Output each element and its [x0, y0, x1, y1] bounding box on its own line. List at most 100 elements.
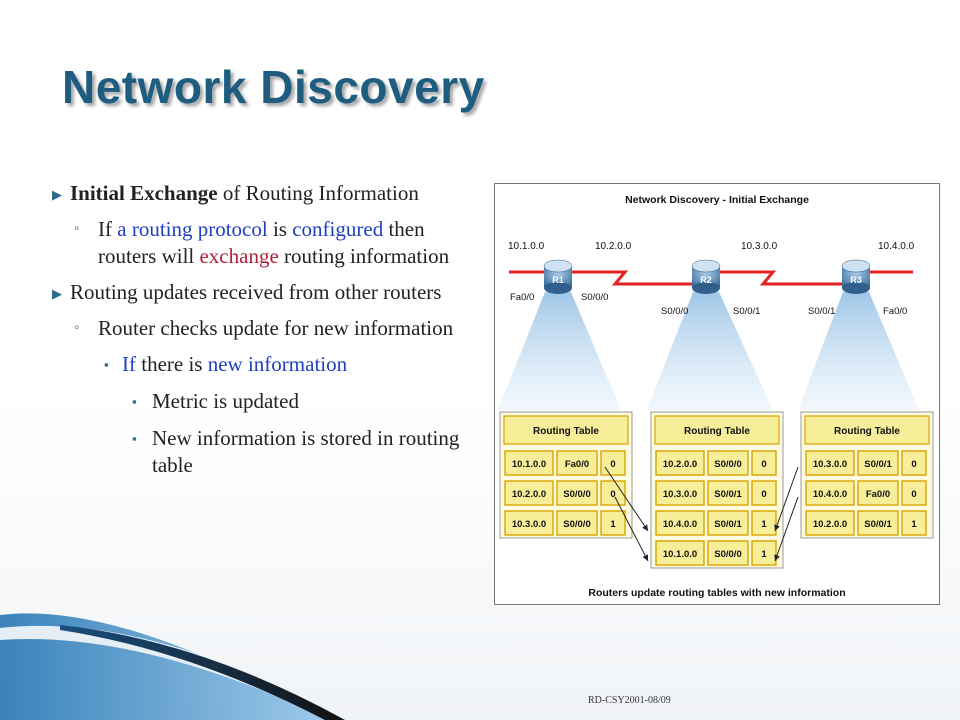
table-cell: 1: [610, 519, 616, 530]
bullet-text: Routing updates received from other rout…: [70, 280, 442, 304]
router-name: R1: [552, 275, 564, 285]
table-cell-box: [805, 450, 855, 476]
table-cell: S0/0/1: [714, 489, 742, 500]
table-header: Routing Table: [834, 426, 900, 437]
bullet-text: routing information: [278, 244, 450, 268]
bullet-text: of Routing Information: [217, 181, 419, 205]
table-cell: S0/0/0: [563, 519, 590, 530]
router-r1: R1: [543, 259, 573, 294]
router-name: R2: [700, 275, 712, 285]
table-cell-box: [707, 540, 749, 566]
highlight-exchange: exchange: [199, 244, 279, 268]
table-cell-box: [805, 480, 855, 506]
highlight-new-information: new information: [207, 352, 348, 376]
bullet-text: New information is stored in routing tab…: [152, 426, 460, 477]
table-cell-box: [751, 510, 777, 536]
network-diagram: Network Discovery - Initial Exchange 10.…: [494, 183, 940, 605]
bullet-router-checks: ◦ Router checks update for new informati…: [48, 315, 478, 342]
table-cell-box: [600, 450, 626, 476]
table-cell: 10.2.0.0: [512, 489, 546, 500]
table-cell-box: [556, 480, 598, 506]
bullet-bold-text: Initial Exchange: [70, 181, 218, 205]
table-cell: 1: [911, 519, 917, 530]
network-label: 10.3.0.0: [741, 241, 778, 252]
table-cell-box: [751, 480, 777, 506]
table-cell-box: [600, 510, 626, 536]
table-cell: 10.4.0.0: [663, 519, 697, 530]
serial-link-r1-r2: [571, 270, 693, 286]
beam-r1: [498, 292, 621, 410]
router-r2: R2: [691, 259, 721, 294]
table-cell: 1: [761, 549, 767, 560]
table-cell: Fa0/0: [866, 489, 890, 500]
table-cell: 10.2.0.0: [663, 459, 697, 470]
bullet-text: If: [98, 217, 118, 241]
table-cell: 10.2.0.0: [813, 519, 847, 530]
table-cell-box: [857, 510, 899, 536]
bullet-metric-updated: ▪ Metric is updated: [48, 388, 478, 415]
dot-bullet-icon: ▪: [104, 357, 109, 372]
table-cell-box: [857, 480, 899, 506]
table-cell-box: [556, 510, 598, 536]
serial-link-r2-r3: [719, 270, 843, 286]
table-cell-box: [707, 450, 749, 476]
table-header-cell: [503, 415, 629, 445]
table-cell-box: [504, 450, 554, 476]
table-cell: 10.3.0.0: [813, 459, 847, 470]
dot-bullet-icon: ▪: [132, 431, 137, 446]
bullet-new-information: ▪ If there is new information: [48, 351, 478, 378]
highlight-routing-protocol: a routing protocol: [117, 217, 268, 241]
interface-label: S0/0/1: [733, 306, 760, 317]
table-cell-box: [655, 450, 705, 476]
table-header-cell: [654, 415, 780, 445]
bullet-text: then routers will: [98, 217, 425, 268]
table-cell: 10.1.0.0: [512, 459, 546, 470]
interface-label: S0/0/0: [581, 292, 608, 303]
router-r3: R3: [841, 259, 871, 294]
table-cell-box: [857, 450, 899, 476]
network-label: 10.4.0.0: [878, 241, 915, 252]
bullet-text: Metric is updated: [152, 389, 299, 413]
table-cell: S0/0/0: [714, 459, 741, 470]
dot-bullet-icon: ▪: [132, 394, 137, 409]
table-cell: 0: [911, 459, 916, 470]
table-cell-box: [655, 510, 705, 536]
highlight-configured: configured: [292, 217, 384, 241]
interface-label: S0/0/1: [808, 306, 835, 317]
triangle-bullet-icon: ▶: [52, 286, 62, 301]
interface-label: Fa0/0: [510, 292, 534, 303]
table-cell-box: [751, 540, 777, 566]
table-cell-box: [600, 480, 626, 506]
table-cell: 0: [911, 489, 916, 500]
table-cell: S0/0/1: [864, 459, 892, 470]
propagation-arrow: [774, 466, 799, 532]
table-cell: 10.1.0.0: [663, 549, 697, 560]
table-cell-box: [901, 480, 927, 506]
bullet-info-stored: ▪ New information is stored in routing t…: [48, 425, 478, 479]
table-cell: S0/0/1: [864, 519, 892, 530]
table-header: Routing Table: [533, 426, 599, 437]
table-cell-box: [707, 480, 749, 506]
table-cell: 0: [610, 459, 615, 470]
table-cell-box: [655, 540, 705, 566]
table-header: Routing Table: [684, 426, 750, 437]
table-cell: 0: [761, 459, 766, 470]
highlight-if: If: [122, 352, 136, 376]
bullet-text: is: [267, 217, 293, 241]
table-cell-box: [707, 510, 749, 536]
diagram-title: Network Discovery - Initial Exchange: [625, 194, 809, 206]
beam-r3: [798, 292, 919, 410]
router-name: R3: [850, 275, 862, 285]
diagram-caption: Routers update routing tables with new i…: [588, 587, 845, 599]
network-diagram-svg: Network Discovery - Initial Exchange 10.…: [498, 194, 934, 599]
interface-label: Fa0/0: [883, 306, 907, 317]
bullet-text: Router checks update for new information: [98, 316, 454, 340]
table-cell-box: [751, 450, 777, 476]
network-label: 10.2.0.0: [595, 241, 632, 252]
table-header-cell: [804, 415, 930, 445]
network-label: 10.1.0.0: [508, 241, 545, 252]
table-cell-box: [504, 480, 554, 506]
